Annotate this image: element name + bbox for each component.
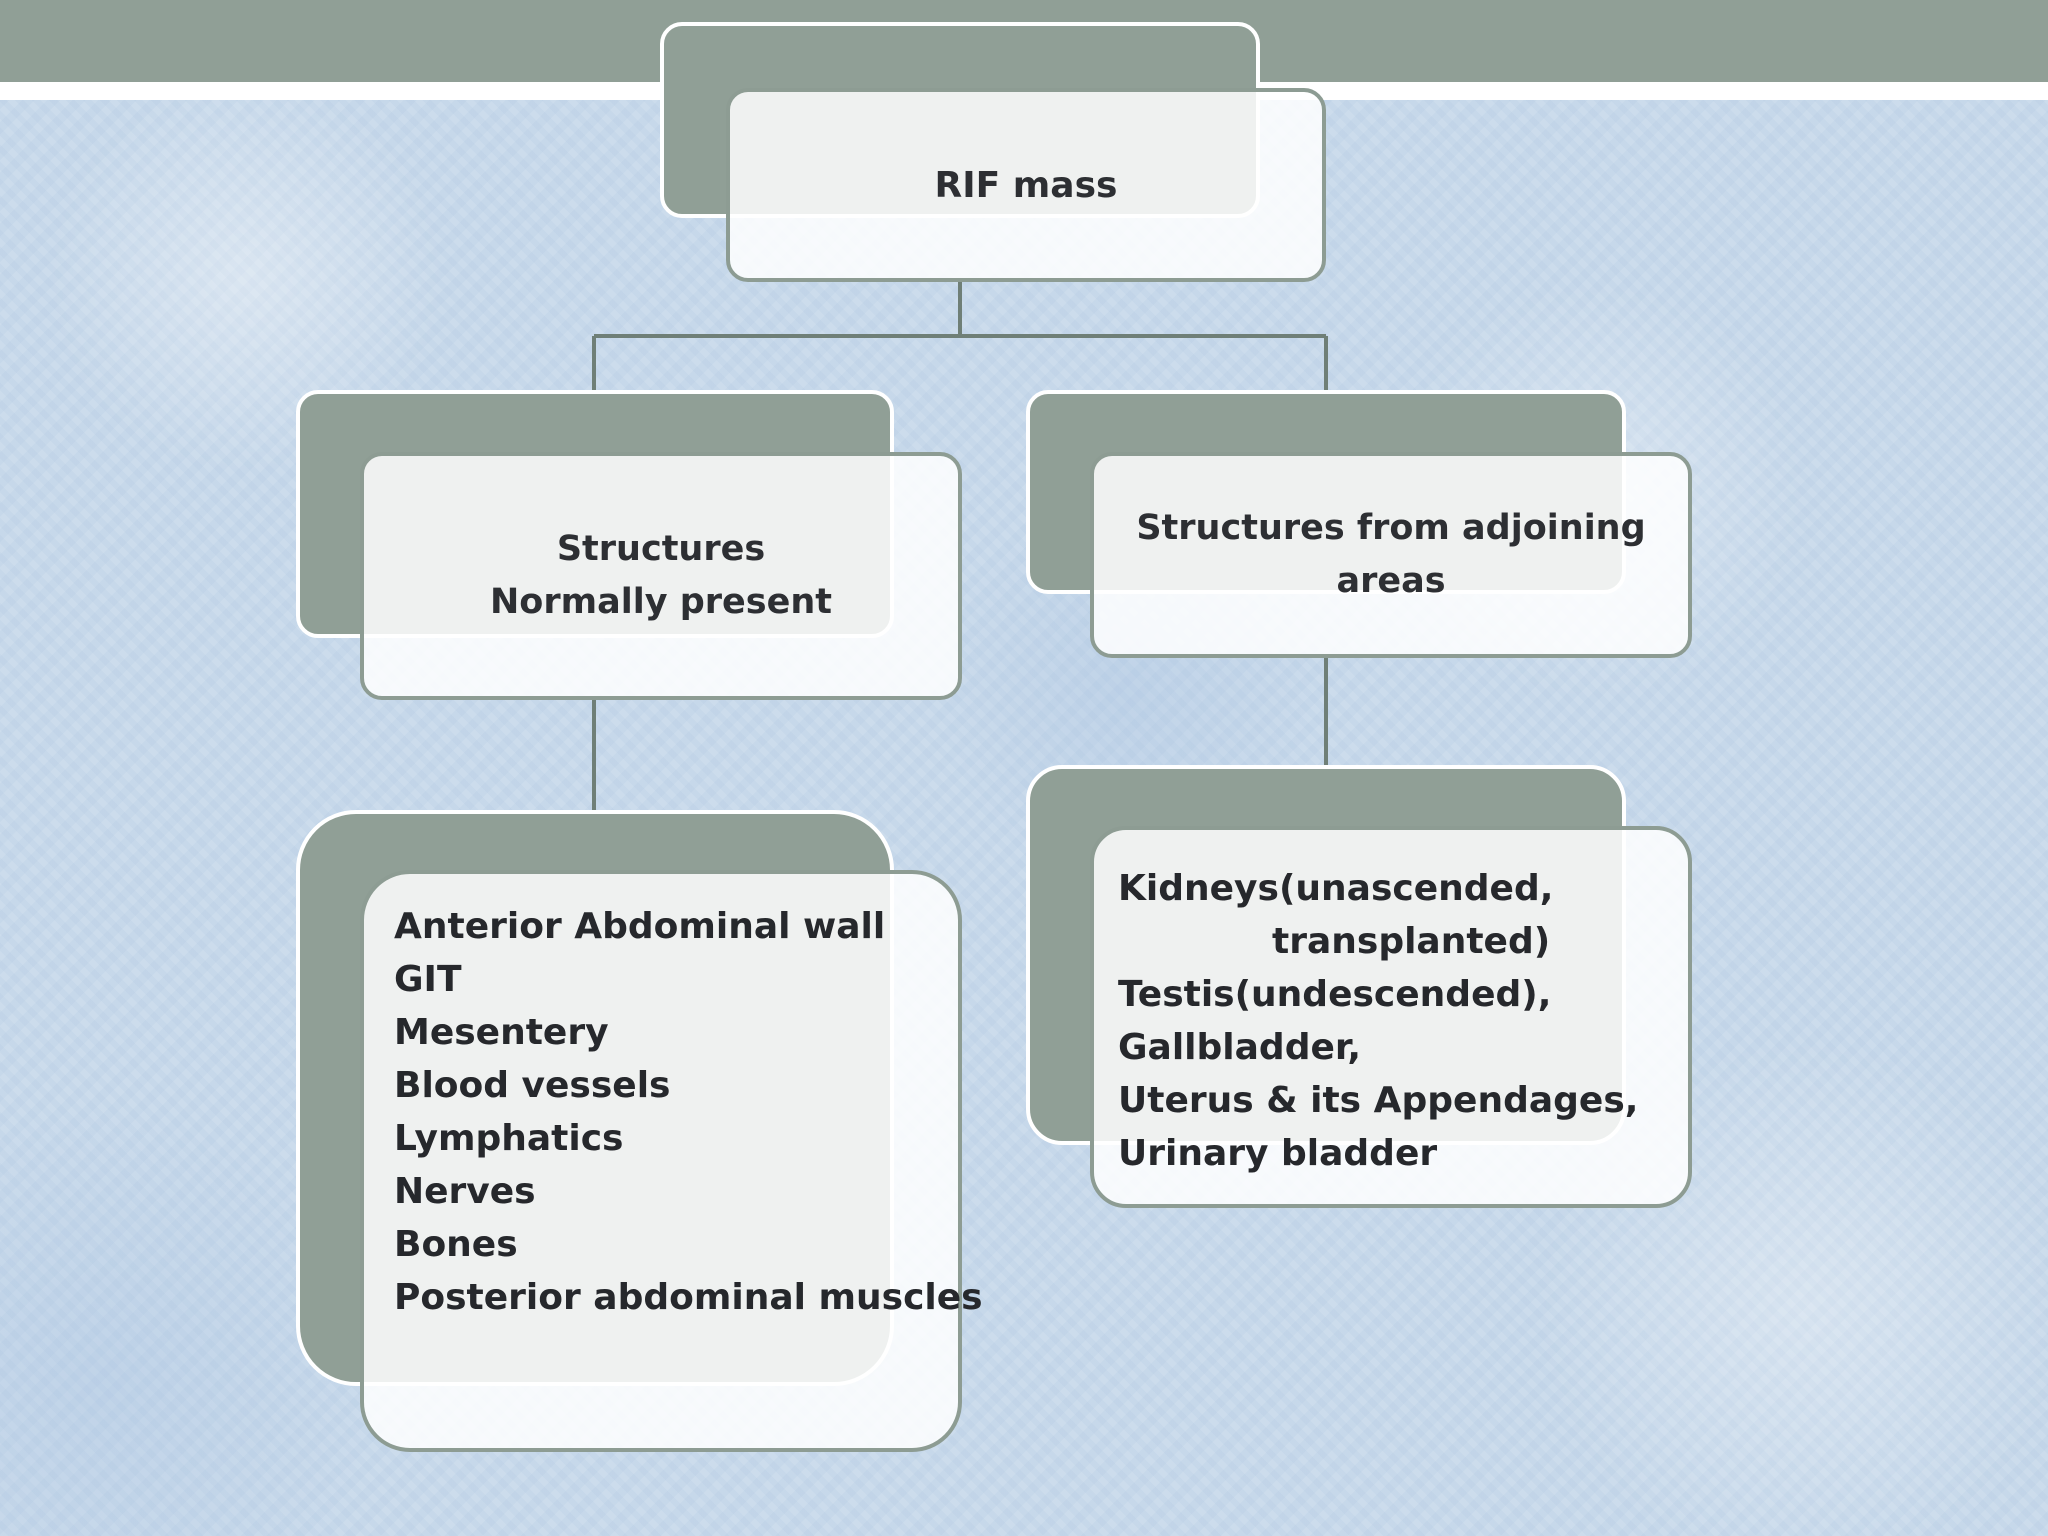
right-list-node: Kidneys(unascended, transplanted) Testis…	[1090, 826, 1692, 1208]
left-list-node: Anterior Abdominal wall GIT Mesentery Bl…	[360, 870, 983, 1452]
root-node-label: RIF mass	[934, 164, 1118, 206]
right-list: Kidneys(unascended, transplanted) Testis…	[1118, 862, 1688, 1180]
list-item: Uterus & its Appendages,	[1118, 1080, 1639, 1121]
right-branch-node: Structures from adjoining areas	[1090, 452, 1692, 658]
list-item: Bones	[394, 1224, 518, 1265]
list-item: Nerves	[394, 1171, 536, 1212]
list-item: Testis(undescended),	[1118, 974, 1552, 1015]
left-list: Anterior Abdominal wall GIT Mesentery Bl…	[394, 900, 983, 1324]
list-item: Urinary bladder	[1118, 1133, 1438, 1174]
list-item: transplanted)	[1272, 921, 1551, 962]
left-branch-label-line-2: Normally present	[490, 582, 832, 622]
left-branch-node: Structures Normally present	[360, 452, 962, 700]
list-item: Gallbladder,	[1118, 1027, 1362, 1068]
list-item: Anterior Abdominal wall	[394, 906, 886, 947]
list-item: Lymphatics	[394, 1118, 624, 1159]
list-item: Kidneys(unascended,	[1118, 868, 1554, 909]
list-item: Blood vessels	[394, 1065, 671, 1106]
right-branch-label: Structures from adjoining areas	[1136, 508, 1646, 601]
list-item: Mesentery	[394, 1012, 609, 1053]
list-item: GIT	[394, 959, 462, 1000]
left-branch-label-line-1: Structures	[556, 529, 766, 569]
list-item: Posterior abdominal muscles	[394, 1277, 983, 1318]
root-node: RIF mass	[726, 88, 1326, 282]
